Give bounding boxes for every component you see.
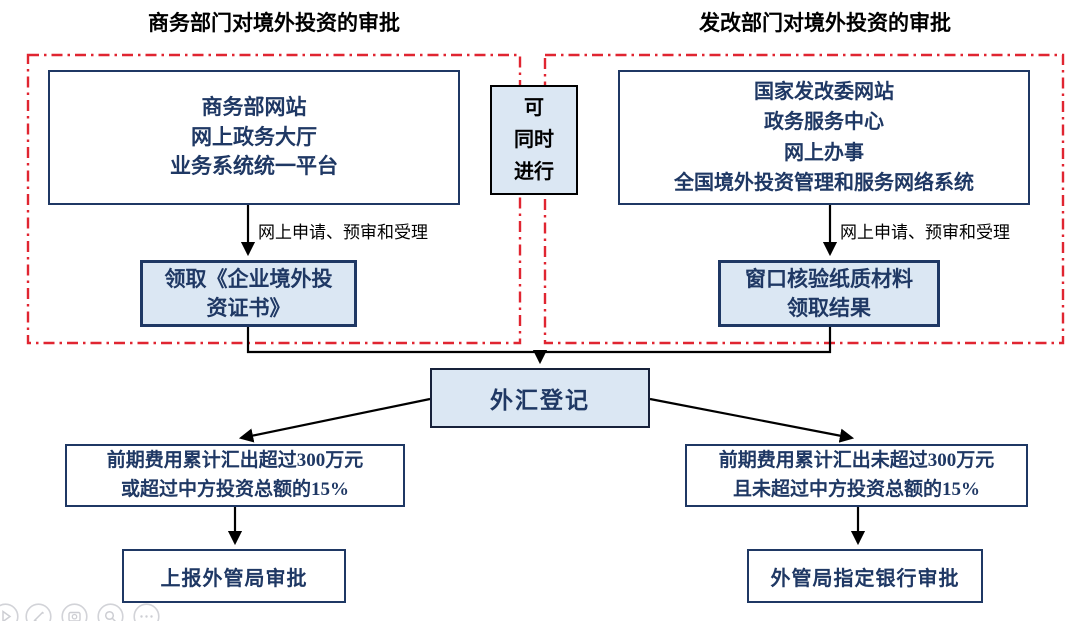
arrow-forex-to-right-condition [649, 397, 855, 443]
right-final-box: 外管局指定银行审批 [747, 549, 983, 603]
search-icon[interactable] [97, 603, 124, 621]
left-column-title: 商务部门对境外投资的审批 [148, 11, 400, 35]
play-icon[interactable] [0, 603, 19, 621]
forex-registration-box: 外汇登记 [430, 368, 650, 428]
left-group-frame [26, 53, 522, 345]
left-arrow-label: 网上申请、预审和受理 [258, 223, 428, 242]
more-ellipsis-icon[interactable] [133, 603, 160, 621]
right-group-frame [543, 53, 1065, 345]
parallel-note-box: 可 同时 进行 [490, 85, 578, 195]
right-arrow-label: 网上申请、预审和受理 [840, 223, 1010, 242]
right-column-title: 发改部门对境外投资的审批 [699, 11, 951, 35]
mofcom-platform-box: 商务部网站 网上政务大厅 业务系统统一平台 [48, 70, 460, 205]
ndrc-window-check-box: 窗口核验纸质材料 领取结果 [718, 260, 940, 327]
mofcom-certificate-box: 领取《企业境外投 资证书》 [140, 260, 357, 327]
arrow-forex-to-left-condition [238, 397, 431, 443]
right-condition-box: 前期费用累计汇出未超过300万元 且未超过中方投资总额的15% [685, 444, 1028, 507]
left-condition-box: 前期费用累计汇出超过300万元 或超过中方投资总额的15% [65, 444, 405, 507]
camera-icon[interactable] [61, 603, 88, 621]
left-final-box: 上报外管局审批 [122, 549, 346, 603]
edit-pencil-icon[interactable] [25, 603, 52, 621]
ndrc-platform-box: 国家发改委网站 政务服务中心 网上办事 全国境外投资管理和服务网络系统 [618, 70, 1030, 205]
